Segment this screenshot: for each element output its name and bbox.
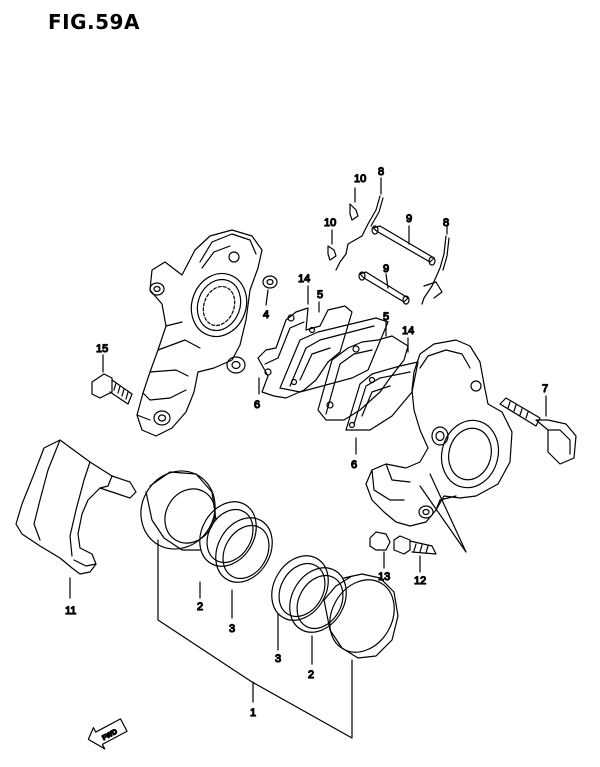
caliper-inner-half bbox=[365, 339, 513, 553]
part-7-mounting-bolt bbox=[499, 395, 577, 465]
callout-2: 2 bbox=[308, 669, 314, 681]
callout-10: 10 bbox=[354, 173, 366, 185]
callout-7: 7 bbox=[542, 383, 548, 395]
part-1-piston-and-seals bbox=[140, 285, 409, 739]
figure-title: FIG.59A bbox=[48, 10, 140, 34]
callout-4: 4 bbox=[263, 309, 269, 321]
part-11-pad-spring bbox=[15, 439, 137, 599]
caliper-outer-half bbox=[136, 229, 263, 437]
callout-6: 6 bbox=[351, 459, 357, 471]
callout-14: 14 bbox=[298, 273, 310, 285]
callout-1: 1 bbox=[250, 707, 256, 719]
callout-3: 3 bbox=[275, 653, 281, 665]
callout-8: 8 bbox=[378, 166, 384, 178]
callout-9: 9 bbox=[406, 213, 412, 225]
callout-2: 2 bbox=[197, 601, 203, 613]
part-13-bleeder-cap bbox=[369, 531, 391, 569]
callout-10: 10 bbox=[324, 217, 336, 229]
callout-9: 9 bbox=[383, 263, 389, 275]
callout-14: 14 bbox=[402, 325, 414, 337]
callout-13: 13 bbox=[378, 571, 390, 583]
callout-8: 8 bbox=[443, 217, 449, 229]
callout-3: 3 bbox=[229, 623, 235, 635]
pad-pins-and-clips bbox=[327, 177, 450, 305]
callout-6: 6 bbox=[254, 399, 260, 411]
callout-11: 11 bbox=[65, 605, 76, 617]
part-12-bleeder-valve bbox=[393, 535, 437, 573]
fwd-direction-arrow: FWD bbox=[87, 718, 128, 750]
part-15-bolt bbox=[91, 354, 133, 405]
callout-15: 15 bbox=[96, 343, 108, 355]
callout-5: 5 bbox=[317, 289, 323, 301]
callout-5: 5 bbox=[383, 311, 389, 323]
brake-pads-and-shims bbox=[257, 305, 419, 431]
part-4-washer bbox=[262, 275, 278, 306]
callout-12: 12 bbox=[414, 575, 426, 587]
